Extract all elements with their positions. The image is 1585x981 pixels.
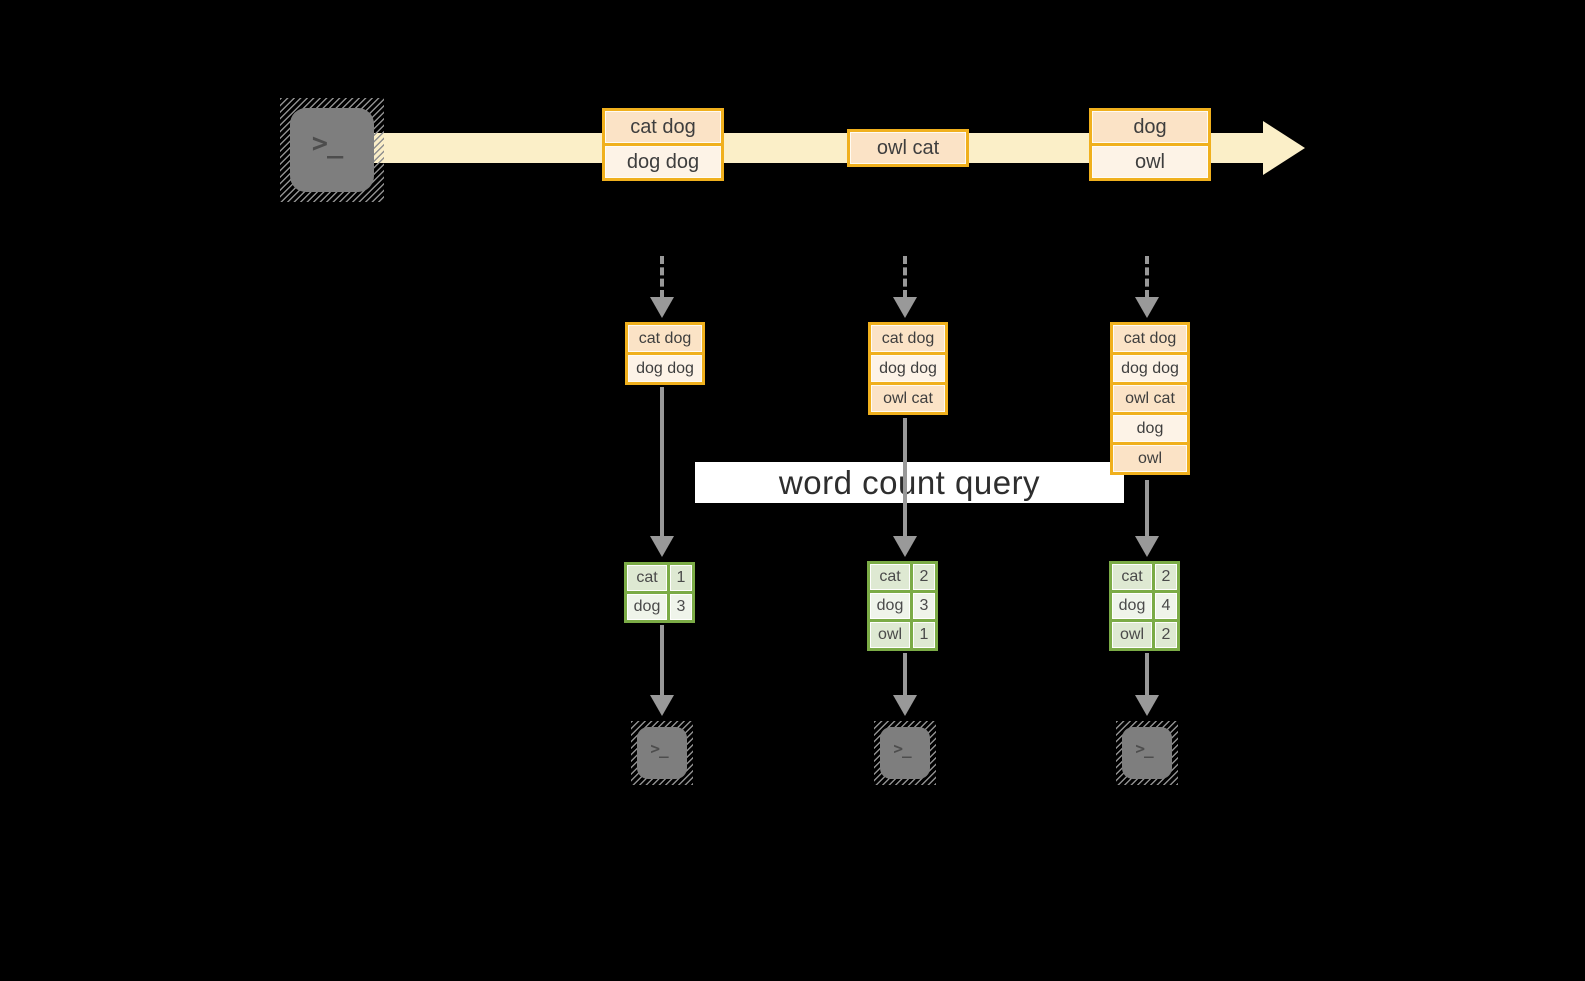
- count-word: owl: [870, 622, 910, 648]
- state-record: cat dog: [628, 325, 702, 352]
- dashed-down-arrowhead-icon: [893, 297, 917, 318]
- terminal-screen: >_: [290, 108, 374, 192]
- state-record: owl: [1113, 445, 1187, 472]
- count-value: 3: [670, 594, 692, 620]
- count-value: 1: [670, 565, 692, 591]
- state-box-3: cat dog dog dog owl cat dog owl: [1110, 322, 1190, 475]
- count-word: cat: [1112, 564, 1152, 590]
- count-table-1: cat 1 dog 3: [624, 562, 695, 623]
- query-label: word count query: [778, 463, 1041, 501]
- query-band: word count query: [695, 462, 1124, 503]
- down-arrowhead-icon: [893, 695, 917, 716]
- sink-terminal-icon-3: >_: [1116, 721, 1178, 785]
- dashed-down-arrow-icon: [1145, 256, 1149, 298]
- state-record: cat dog: [871, 325, 945, 352]
- terminal-prompt-glyph: >_: [311, 127, 344, 159]
- event-box-3: dog owl: [1089, 108, 1211, 181]
- count-word: dog: [1112, 593, 1152, 619]
- down-arrow-icon: [1145, 480, 1149, 537]
- state-box-2: cat dog dog dog owl cat: [868, 322, 948, 415]
- terminal-prompt-glyph: >_: [650, 738, 668, 758]
- state-record: dog dog: [628, 355, 702, 382]
- state-record: owl cat: [1113, 385, 1187, 412]
- terminal-screen: >_: [637, 727, 687, 779]
- state-record: dog: [1113, 415, 1187, 442]
- count-value: 4: [1155, 593, 1177, 619]
- event-box-1: cat dog dog dog: [602, 108, 724, 181]
- dashed-down-arrow-icon: [660, 256, 664, 298]
- down-arrowhead-icon: [650, 695, 674, 716]
- down-arrow-icon: [1145, 653, 1149, 696]
- state-record: owl cat: [871, 385, 945, 412]
- down-arrow-icon: [660, 387, 664, 537]
- down-arrowhead-icon: [1135, 695, 1159, 716]
- terminal-prompt-glyph: >_: [893, 738, 911, 758]
- count-value: 3: [913, 593, 935, 619]
- count-value: 2: [913, 564, 935, 590]
- down-arrowhead-icon: [650, 536, 674, 557]
- terminal-screen: >_: [880, 727, 930, 779]
- count-table-2: cat 2 dog 3 owl 1: [867, 561, 938, 651]
- down-arrow-icon: [903, 418, 907, 537]
- timeline-arrowhead-icon: [1263, 121, 1305, 175]
- dashed-down-arrowhead-icon: [650, 297, 674, 318]
- sink-terminal-icon-2: >_: [874, 721, 936, 785]
- count-word: dog: [627, 594, 667, 620]
- state-box-1: cat dog dog dog: [625, 322, 705, 385]
- down-arrowhead-icon: [1135, 536, 1159, 557]
- event-record: dog dog: [605, 146, 721, 178]
- count-value: 2: [1155, 622, 1177, 648]
- count-value: 1: [913, 622, 935, 648]
- state-record: dog dog: [1113, 355, 1187, 382]
- sink-terminal-icon-1: >_: [631, 721, 693, 785]
- dashed-down-arrowhead-icon: [1135, 297, 1159, 318]
- event-box-2: owl cat: [847, 129, 969, 167]
- terminal-screen: >_: [1122, 727, 1172, 779]
- down-arrow-icon: [903, 653, 907, 696]
- event-record: cat dog: [605, 111, 721, 143]
- state-record: cat dog: [1113, 325, 1187, 352]
- event-record: owl: [1092, 146, 1208, 178]
- dashed-down-arrow-icon: [903, 256, 907, 298]
- count-word: owl: [1112, 622, 1152, 648]
- event-record: owl cat: [850, 132, 966, 164]
- event-record: dog: [1092, 111, 1208, 143]
- down-arrow-icon: [660, 625, 664, 696]
- state-record: dog dog: [871, 355, 945, 382]
- count-table-3: cat 2 dog 4 owl 2: [1109, 561, 1180, 651]
- count-value: 2: [1155, 564, 1177, 590]
- stream-source-terminal-icon: >_: [280, 98, 384, 202]
- terminal-prompt-glyph: >_: [1135, 738, 1153, 758]
- down-arrowhead-icon: [893, 536, 917, 557]
- count-word: cat: [627, 565, 667, 591]
- count-word: dog: [870, 593, 910, 619]
- count-word: cat: [870, 564, 910, 590]
